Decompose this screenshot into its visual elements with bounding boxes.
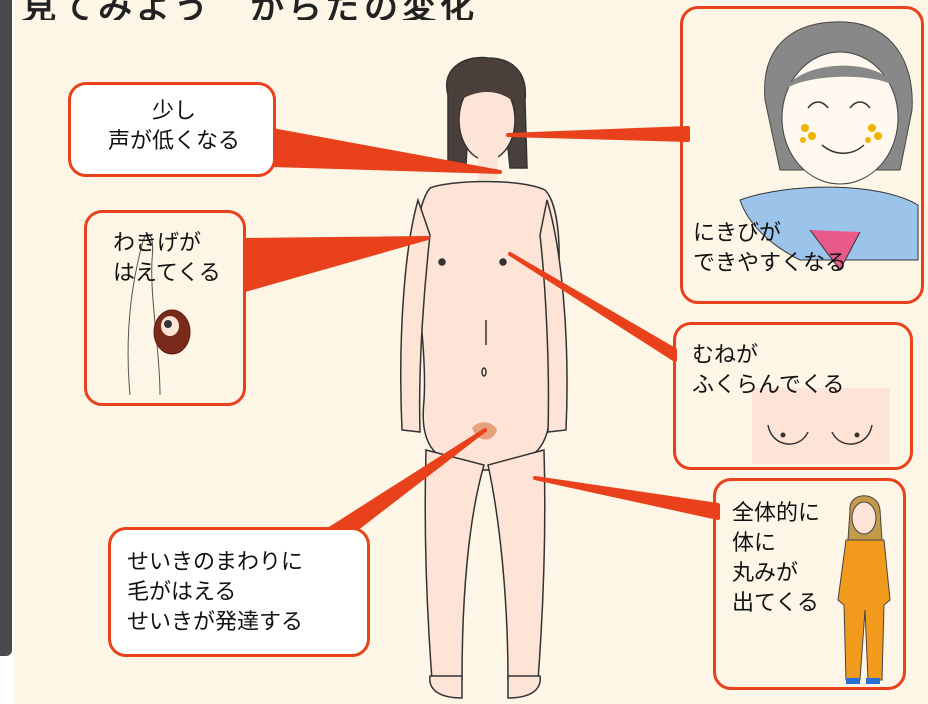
callout-armpit: わきげが はえてくる — [84, 210, 246, 406]
callout-chest-text: むねが ふくらんでくる — [692, 343, 845, 398]
girl-figure — [400, 56, 568, 699]
callout-roundness: 全体的に 体に 丸みが 出てくる — [713, 478, 906, 690]
pointer-pimples — [506, 126, 690, 142]
pointer-roundness — [533, 476, 720, 520]
pointer-armpit — [243, 236, 430, 292]
callout-armpit-text: わきげが はえてくる — [113, 231, 221, 286]
left-frame-border — [0, 0, 12, 656]
callout-chest: むねが ふくらんでくる — [673, 322, 913, 470]
callout-roundness-text: 全体的に 体に 丸みが 出てくる — [732, 501, 821, 616]
armpit-illustration — [127, 234, 191, 396]
callout-voice-text: 少し 声が低くなる — [107, 99, 240, 154]
page-title: 見てみよう からだの変化 — [22, 0, 478, 20]
callout-voice: 少し 声が低くなる — [68, 82, 276, 177]
callout-genital: せいきのまわりに 毛がはえる せいきが発達する — [108, 527, 370, 657]
chest-illustration — [752, 388, 890, 464]
pimples-face-illustration — [739, 21, 919, 271]
callout-pimples: にきびが できやすくなる — [680, 6, 924, 304]
roundness-girl-illustration — [837, 495, 891, 684]
callout-genital-text: せいきのまわりに 毛がはえる せいきが発達する — [127, 550, 304, 635]
callout-pimples-text: にきびが できやすくなる — [693, 221, 848, 276]
